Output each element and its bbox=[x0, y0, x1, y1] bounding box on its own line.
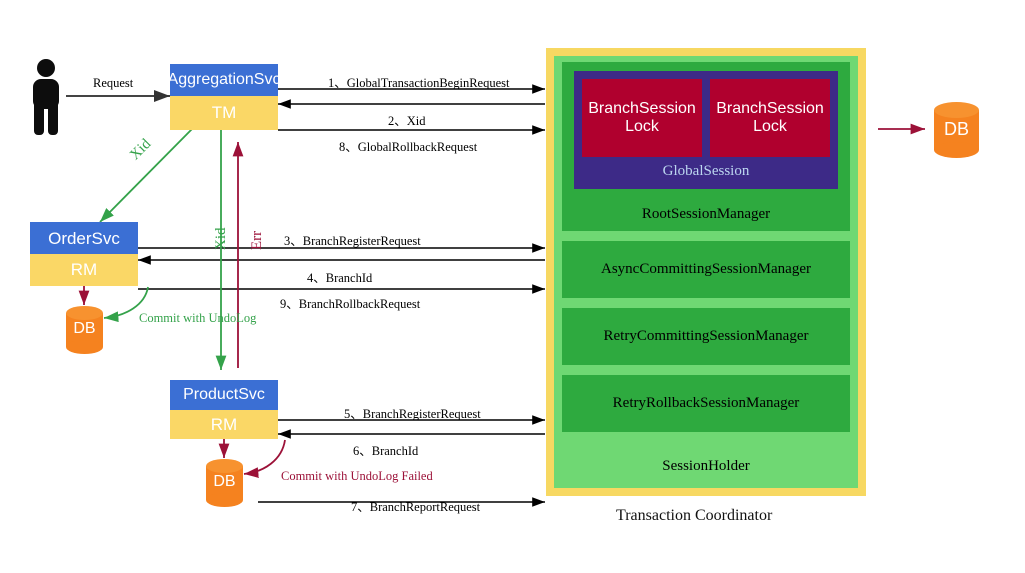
db-cylinder-tc bbox=[934, 102, 979, 158]
db-label-order: DB bbox=[73, 320, 96, 337]
service-productsvc-name: ProductSvc bbox=[170, 380, 278, 410]
message-label-9: 9、BranchRollbackRequest bbox=[280, 297, 421, 311]
xid-vertical-label: Xid bbox=[213, 227, 229, 251]
manager-retryrollbacksessionmanager[interactable]: RetryRollbackSessionManager bbox=[562, 375, 850, 432]
transaction-coordinator-inner: RootSessionManager BranchSession Lock Br… bbox=[554, 56, 858, 488]
branch-session-lock-1-line1: BranchSession bbox=[588, 99, 696, 117]
transaction-coordinator-frame: RootSessionManager BranchSession Lock Br… bbox=[546, 48, 866, 496]
message-label-5: 5、BranchRegisterRequest bbox=[344, 407, 481, 421]
service-productsvc-role: RM bbox=[170, 410, 278, 439]
commit-undolog-failed-arrow bbox=[243, 439, 286, 478]
message-label-4: 4、BranchId bbox=[307, 271, 373, 285]
service-productsvc[interactable]: ProductSvc RM bbox=[170, 380, 278, 439]
message-label-2: 2、Xid bbox=[388, 114, 426, 128]
db-cylinder-order bbox=[66, 306, 103, 354]
db-label-tc: DB bbox=[943, 119, 969, 139]
service-aggregationsvc[interactable]: AggregationSvc TM bbox=[168, 64, 280, 130]
transaction-coordinator-caption: Transaction Coordinator bbox=[616, 507, 773, 524]
service-ordersvc[interactable]: OrderSvc RM bbox=[30, 222, 138, 286]
db-cylinder-product bbox=[206, 459, 243, 507]
service-aggregationsvc-role: TM bbox=[170, 96, 278, 130]
manager-asynccommittingsessionmanager[interactable]: AsyncCommittingSessionManager bbox=[562, 241, 850, 298]
message-label-3: 3、BranchRegisterRequest bbox=[284, 234, 421, 248]
manager-asynccommittingsessionmanager-label: AsyncCommittingSessionManager bbox=[601, 261, 811, 277]
manager-retrycommittingsessionmanager[interactable]: RetryCommittingSessionManager bbox=[562, 308, 850, 365]
manager-retryrollbacksessionmanager-label: RetryRollbackSessionManager bbox=[612, 395, 800, 411]
xid-diagonal-arrow bbox=[99, 127, 194, 223]
err-vertical-label: Err bbox=[249, 230, 265, 250]
message-label-7: 7、BranchReportRequest bbox=[351, 500, 481, 514]
request-label: Request bbox=[93, 76, 134, 90]
branch-session-lock-1-line2: Lock bbox=[625, 118, 659, 135]
db-label-product: DB bbox=[213, 473, 236, 490]
global-session-label: GlobalSession bbox=[662, 163, 750, 179]
manager-retrycommittingsessionmanager-label: RetryCommittingSessionManager bbox=[603, 328, 809, 344]
message-label-8: 8、GlobalRollbackRequest bbox=[339, 140, 478, 154]
person-icon bbox=[33, 59, 59, 135]
service-aggregationsvc-name: AggregationSvc bbox=[168, 64, 280, 96]
branch-session-lock-1[interactable]: BranchSession Lock bbox=[582, 79, 702, 157]
commit-undolog-label: Commit with UndoLog bbox=[139, 311, 257, 325]
session-holder-label: SessionHolder bbox=[662, 458, 750, 474]
service-ordersvc-name: OrderSvc bbox=[30, 222, 138, 254]
message-label-6: 6、BranchId bbox=[353, 444, 419, 458]
commit-undolog-arrow bbox=[103, 286, 149, 323]
manager-rootsessionmanager-label: RootSessionManager bbox=[641, 206, 771, 222]
message-label-1: 1、GlobalTransactionBeginRequest bbox=[328, 76, 510, 90]
branch-session-lock-2-line1: BranchSession bbox=[716, 99, 824, 117]
branch-session-lock-2[interactable]: BranchSession Lock bbox=[710, 79, 830, 157]
service-ordersvc-role: RM bbox=[30, 254, 138, 286]
commit-undolog-failed-label: Commit with UndoLog Failed bbox=[281, 469, 433, 483]
branch-session-lock-2-line2: Lock bbox=[753, 118, 787, 135]
global-session-box[interactable]: BranchSession Lock BranchSession Lock Gl… bbox=[574, 71, 838, 189]
